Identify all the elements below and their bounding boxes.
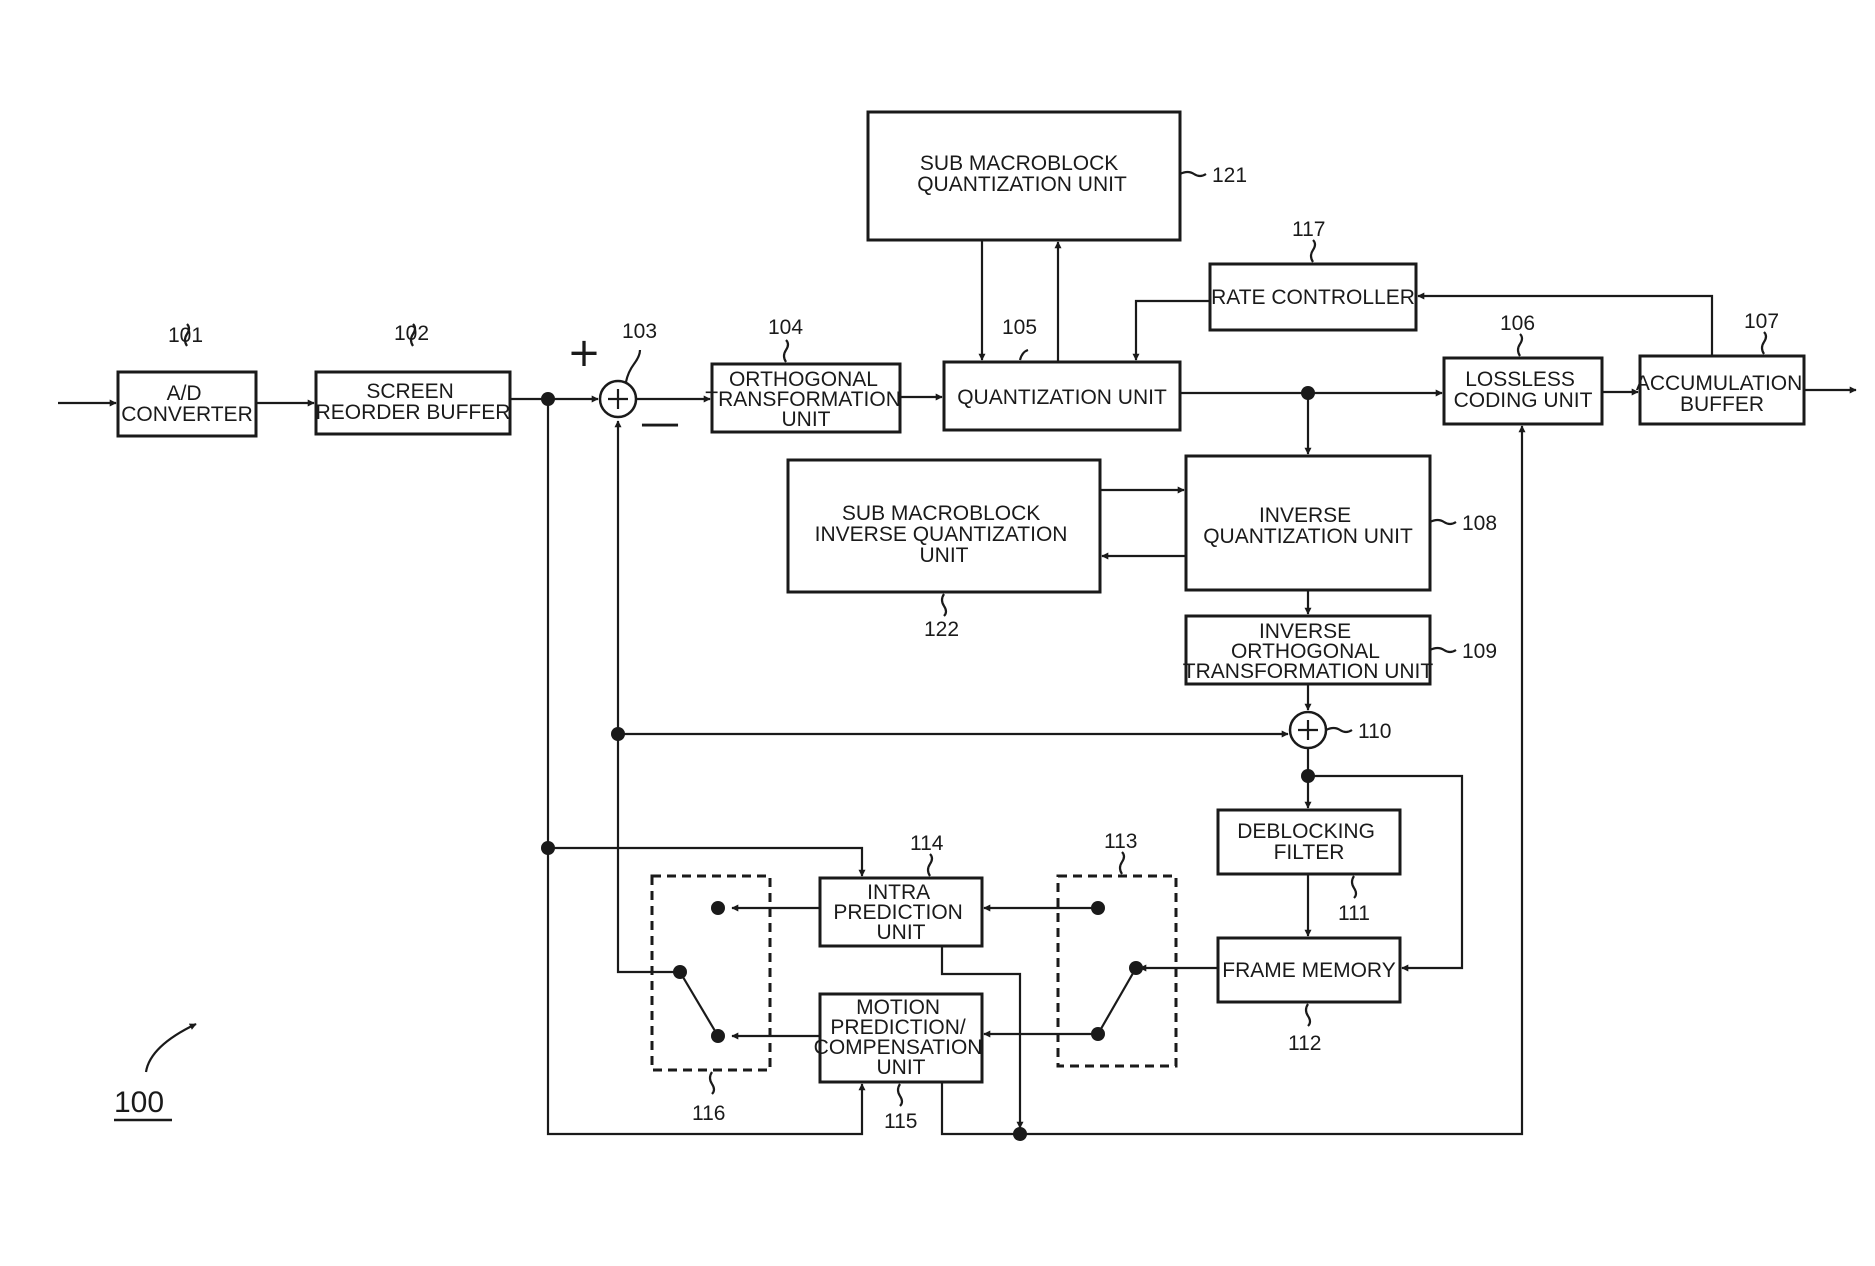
ref-104: 104 — [768, 316, 803, 339]
ref-122: 122 — [924, 618, 959, 641]
ref-115: 115 — [884, 1110, 917, 1133]
minus-sign: — — [640, 400, 680, 446]
ref-110: 110 — [1358, 720, 1391, 743]
sub-macroblock-quantization-label: SUB MACROBLOCK QUANTIZATION UNIT — [917, 152, 1127, 196]
accumulation-buffer-block: ACCUMULATION BUFFER — [1636, 356, 1808, 424]
deblocking-filter-block: DEBLOCKING FILTER — [1218, 810, 1400, 874]
quantization-unit-label: QUANTIZATION UNIT — [957, 386, 1167, 409]
ref-105: 105 — [1002, 316, 1037, 339]
sub-macroblock-quantization-block: SUB MACROBLOCK QUANTIZATION UNIT — [868, 112, 1180, 240]
ref-103: 103 — [622, 320, 657, 343]
orthogonal-transformation-block: ORTHOGONAL TRANSFORMATION UNIT — [705, 364, 906, 432]
ref-121: 121 — [1212, 164, 1247, 187]
ref-113: 113 — [1104, 830, 1137, 853]
figure-number: 100 — [114, 1086, 164, 1119]
quantization-unit-block: QUANTIZATION UNIT — [944, 362, 1180, 430]
ref-114: 114 — [910, 832, 944, 855]
ref-102: 102 — [394, 322, 429, 345]
ref-116: 116 — [692, 1102, 725, 1125]
motion-prediction-compensation-block: MOTION PREDICTION/ COMPENSATION UNIT — [814, 994, 989, 1082]
ref-108: 108 — [1462, 512, 1497, 535]
ref-106: 106 — [1500, 312, 1535, 335]
ad-converter-block: A/D CONVERTER — [118, 372, 256, 436]
plus-sign: + — [567, 330, 601, 376]
ref-112: 112 — [1288, 1032, 1321, 1055]
frame-memory-label: FRAME MEMORY — [1222, 959, 1395, 982]
adder-110 — [1290, 712, 1326, 748]
rate-controller-label: RATE CONTROLLER — [1211, 286, 1415, 309]
screen-reorder-buffer-block: SCREEN REORDER BUFFER — [316, 372, 511, 434]
sub-macroblock-inverse-quantization-block: SUB MACROBLOCK INVERSE QUANTIZATION UNIT — [788, 460, 1100, 592]
subtractor-103 — [600, 381, 636, 417]
selector-switch-113-box — [1058, 876, 1176, 1066]
ref-101: 101 — [168, 324, 203, 347]
rate-controller-block: RATE CONTROLLER — [1210, 264, 1416, 330]
frame-memory-block: FRAME MEMORY — [1218, 938, 1400, 1002]
ref-107: 107 — [1744, 310, 1779, 333]
ref-111: 111 — [1338, 902, 1370, 925]
ref-117: 117 — [1292, 218, 1325, 241]
ref-109: 109 — [1462, 640, 1497, 663]
intra-prediction-block: INTRA PREDICTION UNIT — [820, 878, 982, 946]
inverse-quantization-block: INVERSE QUANTIZATION UNIT — [1186, 456, 1430, 590]
lossless-coding-label: LOSSLESS CODING UNIT — [1454, 368, 1593, 412]
lossless-coding-block: LOSSLESS CODING UNIT — [1444, 358, 1602, 424]
inverse-orthogonal-transformation-block: INVERSE ORTHOGONAL TRANSFORMATION UNIT — [1183, 616, 1434, 684]
figure-pointer-arrow — [146, 1024, 196, 1072]
